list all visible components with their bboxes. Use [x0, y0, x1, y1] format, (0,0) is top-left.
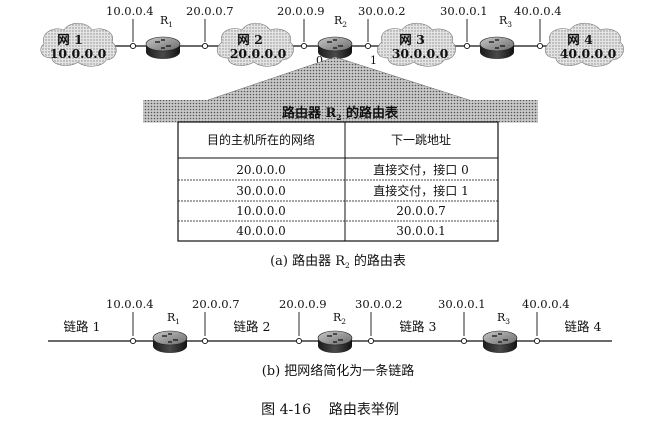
- router-r3-icon: [479, 36, 515, 59]
- router-r2-label: R2: [334, 14, 347, 29]
- router-r2-icon: [317, 330, 353, 353]
- table-cell: 40.0.0.0: [236, 224, 286, 238]
- diagram-a: 网 1 10.0.0.0 网 2 20.0.0.0 网 3 30.0.0.0 网…: [40, 4, 624, 270]
- network-cloud-3: 网 3 30.0.0.0: [376, 22, 456, 67]
- router-r3-label: R3: [499, 14, 512, 29]
- interface-address: 30.0.0.1: [440, 4, 488, 18]
- table-cell: 30.0.0.1: [396, 224, 446, 238]
- table-header-destination: 目的主机所在的网络: [207, 132, 315, 147]
- interface-address: 20.0.0.7: [192, 297, 240, 311]
- network-2-address: 20.0.0.0: [230, 46, 287, 61]
- caption-b: (b) 把网络简化为一条链路: [262, 363, 415, 379]
- routing-table: 路由器 R2 的路由表 目的主机所在的网络 下一跳地址 20.0.0.0 直接交…: [143, 100, 538, 242]
- network-cloud-2: 网 2 20.0.0.0: [216, 22, 294, 67]
- router-r2-port-0: 0: [316, 54, 323, 67]
- network-1-address: 10.0.0.0: [50, 46, 107, 61]
- interface-address: 30.0.0.2: [355, 297, 403, 311]
- table-cell: 20.0.0.7: [396, 204, 446, 218]
- routing-table-title: 路由器 R2 的路由表: [282, 105, 399, 122]
- interface-address: 40.0.0.4: [514, 4, 562, 18]
- link-1-label: 链路 1: [64, 319, 101, 334]
- router-r2-icon: [317, 36, 353, 59]
- interface-address: 20.0.0.9: [279, 297, 327, 311]
- table-cell: 30.0.0.0: [236, 184, 286, 198]
- table-cell: 10.0.0.0: [236, 204, 286, 218]
- network-cloud-4: 网 4 40.0.0.0: [544, 22, 624, 67]
- interface-address: 20.0.0.7: [186, 4, 234, 18]
- router-r3-icon: [482, 330, 518, 353]
- router-r1-label: R1: [167, 311, 180, 326]
- interface-address: 30.0.0.1: [438, 297, 486, 311]
- network-4-address: 40.0.0.0: [560, 46, 617, 61]
- network-4-label: 网 4: [567, 32, 593, 47]
- link-4-label: 链路 4: [565, 319, 602, 334]
- interface-address: 10.0.0.4: [106, 297, 154, 311]
- link-3-label: 链路 3: [400, 319, 437, 334]
- router-r2-label: R2: [333, 311, 346, 326]
- interface-address: 20.0.0.9: [277, 4, 325, 18]
- network-cloud-1: 网 1 10.0.0.0: [40, 22, 117, 67]
- figure-caption: 图 4-16 路由表举例: [261, 402, 399, 418]
- table-header-next-hop: 下一跳地址: [391, 133, 451, 147]
- network-1-label: 网 1: [57, 32, 83, 47]
- router-r2-port-1: 1: [370, 54, 377, 67]
- table-cell: 直接交付，接口 1: [373, 183, 468, 198]
- interface-pointers: [129, 312, 541, 345]
- table-cell: 20.0.0.0: [236, 163, 286, 177]
- network-3-address: 30.0.0.0: [392, 46, 449, 61]
- link-2-label: 链路 2: [234, 319, 271, 334]
- interface-address: 30.0.0.2: [358, 4, 406, 18]
- router-r3-label: R3: [497, 311, 510, 326]
- diagram-b: R1 R2 R3 10.0.0.4 20.0.0.7 20.0.0.9 30.0…: [48, 297, 612, 379]
- router-r1-icon: [145, 36, 181, 59]
- interface-pointers: [129, 19, 544, 50]
- network-2-label: 网 2: [237, 32, 263, 47]
- table-cell: 直接交付，接口 0: [373, 162, 468, 177]
- router-r1-icon: [152, 330, 188, 353]
- interface-address: 40.0.0.4: [522, 297, 570, 311]
- caption-a: (a) 路由器 R2 的路由表: [270, 253, 406, 270]
- network-3-label: 网 3: [399, 32, 425, 47]
- router-r1-label: R1: [160, 14, 173, 29]
- interface-address: 10.0.0.4: [106, 4, 154, 18]
